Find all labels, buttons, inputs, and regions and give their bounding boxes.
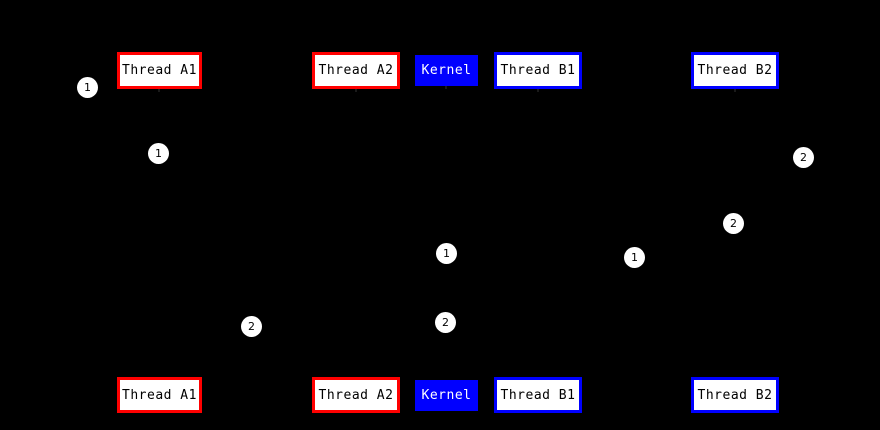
participant-label: Kernel (421, 388, 472, 403)
step-badge-7: 2 (241, 316, 262, 337)
participant-bottom-thread-a2[interactable]: Thread A2 (312, 377, 400, 413)
participant-label: Thread B2 (697, 63, 773, 78)
lifeline-stub-thread-b1 (537, 89, 539, 92)
step-badge-number: 2 (442, 316, 449, 329)
participant-label: Thread A2 (318, 387, 394, 403)
step-badge-3: 2 (793, 147, 814, 168)
participant-bottom-kernel[interactable]: Kernel (415, 380, 478, 411)
lifeline-stub-kernel (445, 86, 447, 89)
lifeline-stub-thread-a2 (355, 89, 357, 92)
step-badge-4: 2 (723, 213, 744, 234)
lifeline-thread-b1 (538, 89, 539, 377)
participant-top-thread-a2[interactable]: Thread A2 (312, 52, 400, 89)
lifeline-kernel (446, 86, 447, 380)
participant-bottom-thread-b1[interactable]: Thread B1 (494, 377, 582, 413)
participant-top-kernel[interactable]: Kernel (415, 55, 478, 86)
step-badge-number: 1 (155, 147, 162, 160)
participant-bottom-thread-b2[interactable]: Thread B2 (691, 377, 779, 413)
participant-label: Thread B1 (500, 387, 576, 403)
lifeline-thread-a1 (159, 89, 160, 377)
step-badge-number: 2 (730, 217, 737, 230)
step-badge-number: 2 (800, 151, 807, 164)
step-badge-number: 2 (248, 320, 255, 333)
lifeline-stub-thread-a1 (158, 89, 160, 92)
participant-label: Thread A1 (122, 63, 197, 78)
participant-label: Kernel (421, 63, 472, 78)
step-badge-2: 1 (148, 143, 169, 164)
participant-top-thread-b2[interactable]: Thread B2 (691, 52, 779, 89)
participant-label: Thread B2 (697, 387, 773, 403)
step-badge-number: 1 (443, 247, 450, 260)
lifeline-stub-thread-b2 (734, 89, 736, 92)
step-badge-number: 1 (631, 251, 638, 264)
lifeline-thread-a2 (356, 89, 357, 377)
step-badge-1: 1 (77, 77, 98, 98)
participant-top-thread-a1[interactable]: Thread A1 (117, 52, 202, 89)
participant-label: Thread A1 (122, 387, 197, 403)
participant-bottom-thread-a1[interactable]: Thread A1 (117, 377, 202, 413)
step-badge-5: 1 (436, 243, 457, 264)
step-badge-number: 1 (84, 81, 91, 94)
participant-label: Thread A2 (318, 63, 394, 78)
step-badge-8: 2 (435, 312, 456, 333)
participant-label: Thread B1 (500, 63, 576, 78)
participant-top-thread-b1[interactable]: Thread B1 (494, 52, 582, 89)
step-badge-6: 1 (624, 247, 645, 268)
